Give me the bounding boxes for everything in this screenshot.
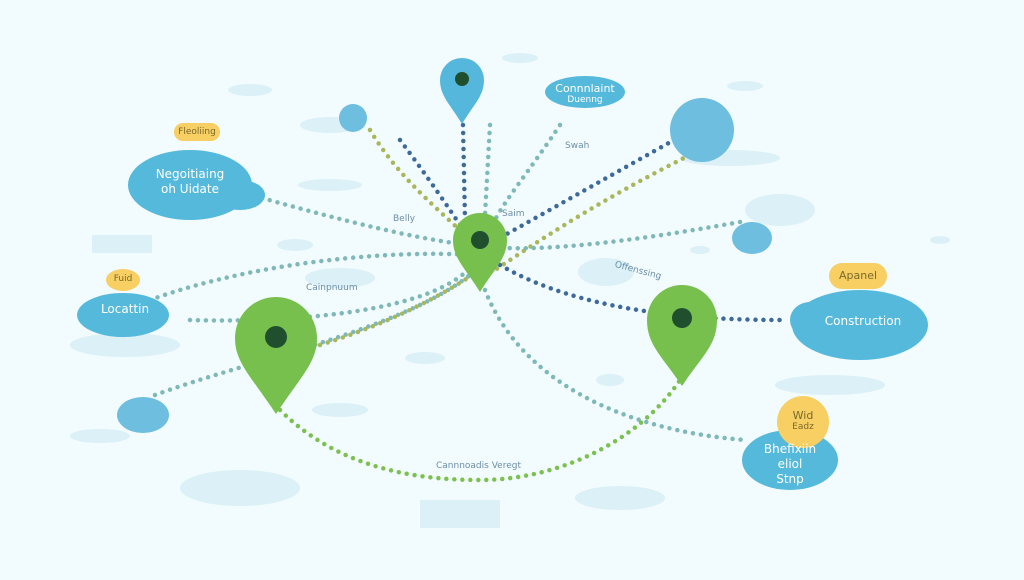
label-swah: Swah	[565, 141, 590, 151]
pin-blue-icon	[440, 58, 484, 124]
connection-line	[152, 272, 473, 398]
connection-line	[460, 122, 468, 223]
connection-line	[502, 117, 713, 238]
map-pins	[235, 58, 717, 414]
dotted-connections	[147, 117, 783, 483]
tag-apanel: Apanel	[838, 269, 878, 282]
cloud-label: Construction	[824, 314, 902, 328]
pin-left-icon	[235, 297, 317, 414]
pin-right-icon	[647, 285, 717, 386]
tag-fleoliing: Fleoliing	[178, 127, 216, 137]
cloud-label: Locattin	[100, 302, 150, 316]
cloud-location	[77, 293, 169, 337]
connection-line	[482, 287, 748, 443]
connection-line	[497, 262, 783, 323]
connection-line	[367, 127, 473, 243]
cloud-construction	[790, 290, 928, 360]
cloud-label: Bhefixiin	[763, 442, 817, 456]
connection-line	[502, 219, 743, 251]
tag-wid: Wid	[792, 409, 814, 422]
cloud-label: Negoitiaing	[155, 167, 225, 181]
label-campruum: Cainpnuum	[306, 283, 358, 293]
connection-line	[147, 251, 473, 303]
connection-line	[277, 377, 683, 483]
label-saim: Saim	[502, 209, 525, 219]
label-belly: Belly	[393, 214, 416, 224]
tags	[106, 123, 887, 448]
cloud-label: oh Uidate	[161, 182, 219, 196]
connection-line	[482, 122, 493, 218]
cloud-label: Duenng	[567, 95, 603, 105]
sun-circle	[670, 98, 734, 162]
pin-center-icon	[453, 213, 507, 292]
background-clouds	[70, 53, 950, 528]
tag-eadz: Eadz	[792, 422, 814, 432]
connection-line	[397, 137, 463, 228]
cloud-label: eliol	[777, 457, 803, 471]
connection-line	[492, 122, 563, 223]
cloud-label: Stnp	[776, 472, 804, 486]
label-bottom: Cannnoadis Veregt	[436, 461, 521, 471]
cloud-label: Connnlaint	[555, 82, 615, 95]
cloud-complaint	[545, 76, 625, 108]
tag-fuid: Fuid	[113, 274, 133, 284]
connection-line	[259, 195, 473, 248]
cloud-negotiating	[128, 150, 265, 220]
clouds	[77, 76, 928, 490]
connection-line	[187, 265, 473, 323]
